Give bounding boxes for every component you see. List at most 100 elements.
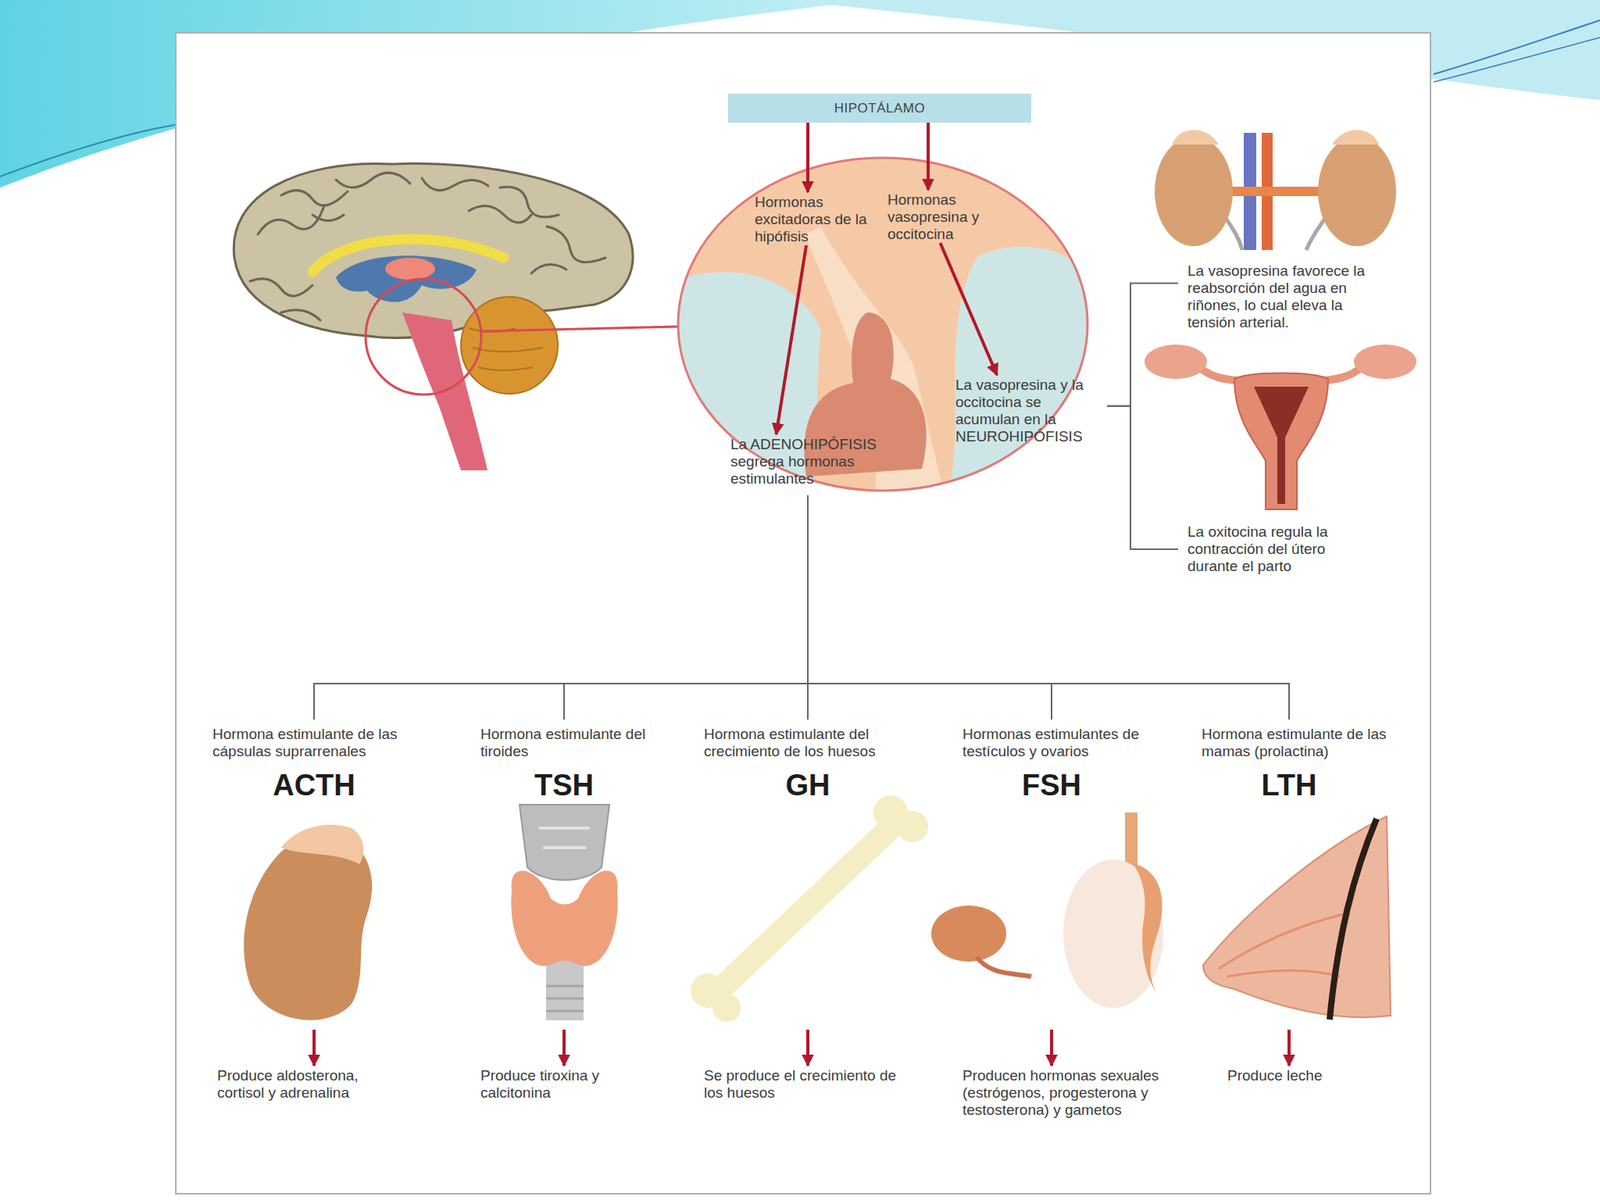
node-text: Hormonas estimulantes de testículos y ov… bbox=[962, 725, 1162, 761]
ovary bbox=[1353, 344, 1417, 379]
node-text: Se produce el crecimiento de los huesos bbox=[703, 1067, 919, 1102]
gyrus bbox=[468, 206, 532, 223]
text-node: La vasopresina y la occitocina se acumul… bbox=[955, 376, 1104, 446]
gyrus bbox=[531, 264, 567, 274]
larynx-detail bbox=[539, 828, 590, 848]
node-text: Hormona estimulante de las mamas (prolac… bbox=[1201, 725, 1404, 761]
adrenal-gland bbox=[1171, 129, 1219, 145]
slide-line bbox=[0, 123, 184, 177]
effect-text: Producen hormonas sexuales (estrógenos, … bbox=[962, 1067, 1162, 1119]
ovary bbox=[931, 905, 1007, 962]
gyrus bbox=[281, 190, 348, 206]
uterine-cavity bbox=[1253, 386, 1309, 504]
hormone-column: Hormona estimulante de las mamas (prolac… bbox=[1201, 719, 1404, 1029]
text-node: Hormonas excitadoras de la hipófisis bbox=[754, 193, 872, 246]
tree-connector bbox=[807, 495, 1052, 720]
node-text: HIPOTÁLAMO bbox=[834, 100, 925, 118]
gyrus bbox=[257, 205, 325, 235]
hypothalamus-band: HIPOTÁLAMO bbox=[728, 93, 1032, 123]
arrow-connector bbox=[940, 242, 998, 375]
arrow-connector bbox=[806, 1029, 810, 1066]
thalamus bbox=[335, 255, 477, 302]
ureters bbox=[1218, 207, 1333, 250]
fallopian-tube bbox=[976, 957, 1032, 977]
node-text: La vasopresina y la occitocina se acumul… bbox=[955, 376, 1104, 446]
renal-vessels bbox=[1218, 186, 1329, 197]
tree-connector bbox=[314, 495, 808, 720]
hormone-abbreviation: GH bbox=[785, 767, 831, 803]
node-text: Produce tiroxina y calcitonina bbox=[480, 1067, 625, 1102]
node-text: Hormona estimulante del crecimiento de l… bbox=[703, 725, 915, 761]
adrenal-gland bbox=[1332, 129, 1379, 145]
node-text: La oxitocina regula la contracción del ú… bbox=[1187, 523, 1364, 575]
gyrus bbox=[500, 186, 559, 218]
breast bbox=[1203, 816, 1391, 1018]
testis bbox=[1063, 859, 1164, 1008]
node-text: La vasopresina favorece la reabsorción d… bbox=[1187, 262, 1383, 332]
arrow-connector bbox=[926, 122, 930, 190]
arrow-connector bbox=[806, 122, 810, 193]
focus-circle bbox=[365, 278, 482, 395]
hormone-column: Hormonas estimulantes de testículos y ov… bbox=[962, 719, 1162, 1029]
arrow-connector bbox=[562, 1029, 566, 1066]
text-node: La ADENOHIPÓFISIS segrega hormonas estim… bbox=[730, 435, 907, 488]
text-node: Hormonas vasopresina y occitocina bbox=[887, 191, 1005, 243]
node-text: Producen hormonas sexuales (estrógenos, … bbox=[962, 1067, 1162, 1119]
gyrus bbox=[250, 278, 313, 297]
node-text: Hormona estimulante de las cápsulas supr… bbox=[212, 725, 443, 761]
tree-connector bbox=[807, 495, 1290, 720]
gyrus bbox=[335, 172, 411, 188]
trachea-rings bbox=[546, 985, 584, 1011]
panel bbox=[175, 32, 1431, 1194]
mammary-ducts bbox=[1218, 914, 1344, 977]
hormone-column: Hormona estimulante de las cápsulas supr… bbox=[212, 719, 443, 1029]
hormone-abbreviation: TSH bbox=[534, 767, 594, 803]
pituitary-zoom bbox=[671, 152, 1094, 500]
hormone-column: Hormona estimulante del crecimiento de l… bbox=[703, 719, 915, 1029]
gyrus bbox=[421, 178, 489, 191]
text-node: La oxitocina regula la contracción del ú… bbox=[1178, 523, 1364, 575]
pectoral-line bbox=[1329, 818, 1377, 1020]
slide-line bbox=[1433, 20, 1600, 75]
hypothalamus-shape bbox=[385, 257, 436, 280]
tree-connector bbox=[807, 495, 809, 720]
tree-connector bbox=[564, 495, 808, 720]
ovary bbox=[1144, 344, 1208, 379]
arrow-connector bbox=[312, 1029, 316, 1066]
effect-text: Produce leche bbox=[1227, 1067, 1384, 1085]
arrow-connector bbox=[1287, 1029, 1291, 1066]
epididymis bbox=[1132, 863, 1163, 993]
hormone-abbreviation: FSH bbox=[1021, 767, 1082, 803]
kidney bbox=[1154, 136, 1233, 247]
brain-cerebrum bbox=[233, 163, 633, 338]
arrow-connector bbox=[776, 245, 808, 435]
arrow-connector bbox=[1050, 1029, 1054, 1066]
effect-text: Produce tiroxina y calcitonina bbox=[480, 1067, 625, 1102]
bone-end bbox=[712, 993, 741, 1022]
node-text: Hormonas vasopresina y occitocina bbox=[887, 191, 1005, 243]
node-text: Produce aldosterona, cortisol y adrenali… bbox=[217, 1067, 401, 1102]
gyrus bbox=[281, 310, 321, 321]
tree-connector bbox=[1107, 406, 1179, 550]
effect-text: Se produce el crecimiento de los huesos bbox=[703, 1067, 919, 1102]
zoom-tissue bbox=[945, 246, 1094, 500]
adrenal-gland bbox=[281, 825, 364, 865]
kidney bbox=[1317, 136, 1397, 247]
uterus bbox=[1234, 373, 1329, 511]
larynx bbox=[519, 804, 610, 881]
node-text: Produce leche bbox=[1227, 1067, 1384, 1085]
text-node: La vasopresina favorece la reabsorción d… bbox=[1178, 262, 1383, 332]
node-text: La ADENOHIPÓFISIS segrega hormonas estim… bbox=[730, 435, 907, 488]
hormone-abbreviation: LTH bbox=[1260, 767, 1317, 803]
gyrus bbox=[546, 226, 606, 263]
bone-head bbox=[896, 810, 929, 843]
hormone-column: Hormona estimulante del tiroidesTSH bbox=[480, 719, 661, 1029]
gyrus bbox=[312, 214, 344, 222]
zoom-line bbox=[481, 326, 679, 332]
thyroid-gland bbox=[510, 871, 618, 967]
brain-gyri bbox=[250, 172, 606, 321]
tree-connector bbox=[1107, 282, 1179, 406]
